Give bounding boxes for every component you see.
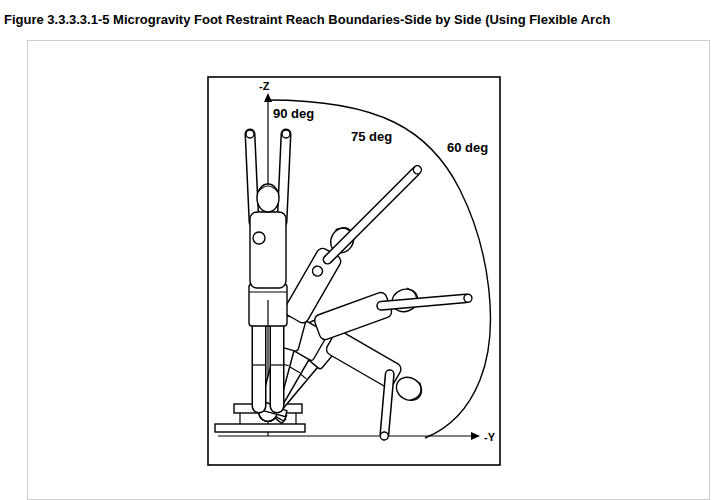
- arm: [325, 164, 423, 262]
- belt: [249, 291, 287, 292]
- arm-outline: [282, 134, 286, 222]
- hair: [258, 186, 278, 192]
- arm-fill: [384, 374, 389, 434]
- hand: [464, 294, 473, 303]
- hand: [282, 130, 290, 138]
- head: [392, 373, 426, 405]
- knee-line: [271, 364, 283, 365]
- restraint-post: [295, 412, 296, 424]
- crew-figure-deep-lean: [258, 307, 438, 487]
- crew-figure-mid-lean: [257, 211, 487, 474]
- crew-figure-standing: [246, 130, 290, 406]
- y-arrowhead: [471, 432, 480, 440]
- hand: [412, 164, 423, 175]
- leg: [253, 322, 265, 406]
- restraint-post: [239, 412, 240, 424]
- leg: [252, 322, 267, 406]
- shorts: [249, 284, 287, 326]
- arm-outline: [384, 374, 389, 434]
- upper-body: [282, 143, 424, 338]
- arm: [381, 294, 472, 310]
- arm-outline: [250, 134, 254, 222]
- torso: [313, 291, 393, 341]
- leg: [270, 322, 285, 406]
- outer-panel: [28, 41, 710, 500]
- patch: [253, 232, 265, 244]
- y-axis: [218, 435, 472, 436]
- axis-label: -Y: [483, 430, 496, 444]
- patch: [311, 264, 325, 278]
- shorts-seam: [267, 300, 268, 326]
- figure-frame: [208, 77, 500, 465]
- upper-body: [313, 263, 474, 355]
- hair: [409, 382, 425, 403]
- arm-outline: [381, 298, 466, 305]
- axis-label: -Z: [258, 79, 270, 93]
- knee-line: [253, 364, 265, 365]
- figure-title: Figure 3.3.3.3.1-5 Microgravity Foot Res…: [4, 12, 610, 28]
- hand: [246, 130, 254, 138]
- angle-label: 60 deg: [446, 140, 489, 156]
- hand: [380, 432, 389, 441]
- leg: [271, 322, 283, 406]
- arm-outline: [328, 171, 416, 259]
- arm: [380, 374, 394, 440]
- arm-fill: [250, 134, 254, 222]
- reach-boundary-arc: [268, 100, 490, 438]
- arm-fill: [381, 298, 466, 305]
- arm-fill: [328, 171, 416, 259]
- arm-fill: [282, 134, 286, 222]
- angle-label: 75 deg: [350, 129, 393, 145]
- base-plate: [215, 424, 305, 432]
- head: [257, 184, 279, 212]
- angle-label: 90 deg: [272, 106, 315, 122]
- torso: [250, 212, 286, 288]
